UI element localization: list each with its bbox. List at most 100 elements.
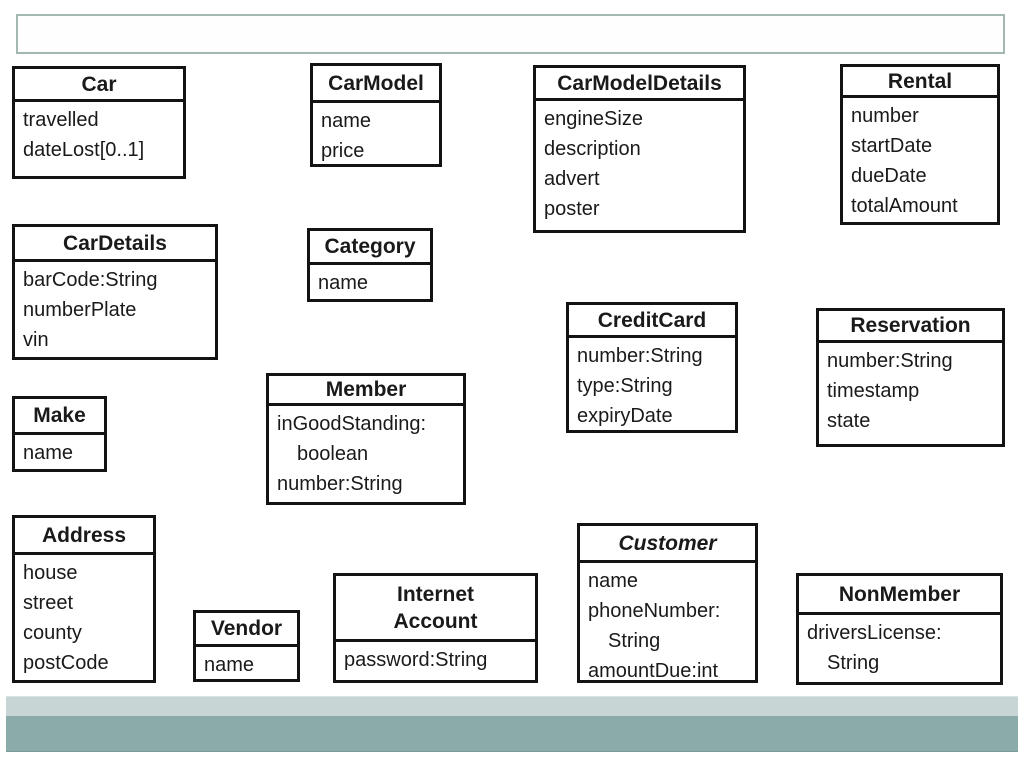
class-attribute: boolean	[297, 443, 369, 465]
class-box-non-member: NonMember driversLicense: String	[796, 573, 1003, 685]
class-name-line: Make	[33, 404, 86, 427]
class-attribute: driversLicense:	[807, 622, 942, 644]
title-placeholder	[16, 14, 1005, 54]
class-box-make: Make name	[12, 396, 107, 472]
class-header-customer: Customer	[580, 526, 755, 563]
class-attribute: barCode:String	[23, 269, 158, 291]
class-header-rental: Rental	[843, 67, 997, 98]
class-attribute: name	[321, 110, 372, 132]
class-attribute: dueDate	[851, 165, 927, 187]
class-header-address: Address	[15, 518, 153, 555]
class-box-member: Member inGoodStanding: boolean number:Strin…	[266, 373, 466, 505]
class-attributes: name phoneNumber: String amountDue:int	[580, 563, 755, 682]
class-name-line: Member	[325, 378, 407, 401]
class-name-line: Vendor	[210, 617, 283, 640]
class-box-category: Category name	[307, 228, 433, 302]
class-attribute: dateLost[0..1]	[23, 139, 145, 161]
class-name-line: Account	[393, 609, 478, 633]
class-attribute: number	[851, 105, 919, 127]
footer-bar-light	[6, 696, 1018, 717]
class-attribute: postCode	[23, 652, 109, 674]
class-header-credit-card: CreditCard	[569, 305, 735, 338]
class-attribute: advert	[544, 168, 600, 190]
class-attribute: password:String	[344, 649, 488, 671]
class-attribute: vin	[23, 329, 49, 351]
class-attributes: password:String	[336, 642, 535, 675]
class-attributes: name price	[313, 103, 439, 164]
class-attributes: number:String type:String expiryDate	[569, 338, 735, 430]
class-attribute: timestamp	[827, 380, 920, 402]
class-attributes: name	[196, 647, 297, 679]
class-name-line: Car	[81, 72, 117, 96]
class-attribute: type:String	[577, 375, 673, 397]
class-box-car-details: CarDetails barCode:String numberPlate vin	[12, 224, 218, 360]
class-attribute: house	[23, 562, 78, 584]
class-name-line: CreditCard	[597, 308, 707, 332]
class-attribute: name	[588, 570, 639, 592]
class-header-make: Make	[15, 399, 104, 435]
class-attributes: barCode:String numberPlate vin	[15, 262, 215, 355]
class-box-car: Car travelled dateLost[0..1]	[12, 66, 186, 179]
class-attribute: poster	[544, 198, 600, 220]
class-name-line: CarModelDetails	[557, 71, 722, 95]
class-attribute: description	[544, 138, 641, 160]
class-box-car-model: CarModel name price	[310, 63, 442, 167]
class-header-category: Category	[310, 231, 430, 265]
class-name-line: Category	[324, 235, 416, 258]
class-attribute: number:String	[827, 350, 953, 372]
class-attribute: number:String	[577, 345, 703, 367]
class-attributes: inGoodStanding: boolean number:String	[269, 406, 463, 499]
class-header-vendor: Vendor	[196, 613, 297, 647]
class-attribute: expiryDate	[577, 405, 673, 427]
class-attribute: name	[204, 654, 255, 676]
class-attribute: numberPlate	[23, 299, 137, 321]
class-name-line: CarDetails	[63, 231, 167, 255]
class-attribute: totalAmount	[851, 195, 958, 217]
class-attribute: inGoodStanding:	[277, 413, 427, 435]
class-attribute: phoneNumber:	[588, 600, 721, 622]
class-attribute: county	[23, 622, 82, 644]
footer-bar-dark	[6, 716, 1018, 752]
class-header-car-model: CarModel	[313, 66, 439, 103]
class-attribute: street	[23, 592, 74, 614]
class-attribute: travelled	[23, 109, 99, 131]
class-header-member: Member	[269, 376, 463, 406]
class-attribute: name	[23, 442, 74, 464]
class-name-line: Address	[41, 523, 127, 547]
class-header-car: Car	[15, 69, 183, 102]
class-attributes: driversLicense: String	[799, 615, 1000, 678]
class-attribute: String	[827, 652, 880, 674]
class-attribute: price	[321, 140, 365, 162]
class-attributes: name	[310, 265, 430, 298]
class-attribute: number:String	[277, 473, 403, 495]
class-attribute: state	[827, 410, 871, 432]
class-attributes: number:String timestamp state	[819, 343, 1002, 436]
class-header-car-model-details: CarModelDetails	[536, 68, 743, 101]
class-attributes: house street county postCode	[15, 555, 153, 678]
class-header-non-member: NonMember	[799, 576, 1000, 615]
class-box-vendor: Vendor name	[193, 610, 300, 682]
class-name-line: Customer	[618, 531, 717, 555]
class-name-line: NonMember	[838, 582, 961, 606]
class-attributes: name	[15, 435, 104, 468]
class-name-line: Reservation	[850, 314, 971, 337]
class-attribute: startDate	[851, 135, 933, 157]
class-box-rental: Rental number startDate dueDate totalAmount	[840, 64, 1000, 225]
class-attribute: amountDue:int	[588, 660, 719, 682]
class-name-line: Internet	[396, 582, 474, 606]
class-header-reservation: Reservation	[819, 311, 1002, 343]
class-box-address: Address house street county postCode	[12, 515, 156, 683]
class-attributes: travelled dateLost[0..1]	[15, 102, 183, 165]
class-attribute: name	[318, 272, 369, 294]
class-attribute: String	[608, 630, 661, 652]
class-box-reservation: Reservation number:String timestamp state	[816, 308, 1005, 447]
class-box-customer: Customer name phoneNumber: String amountDue:…	[577, 523, 758, 683]
class-box-credit-card: CreditCard number:String type:String expiry…	[566, 302, 738, 433]
class-attributes: number startDate dueDate totalAmount	[843, 98, 997, 221]
class-name-line: Rental	[887, 69, 953, 93]
